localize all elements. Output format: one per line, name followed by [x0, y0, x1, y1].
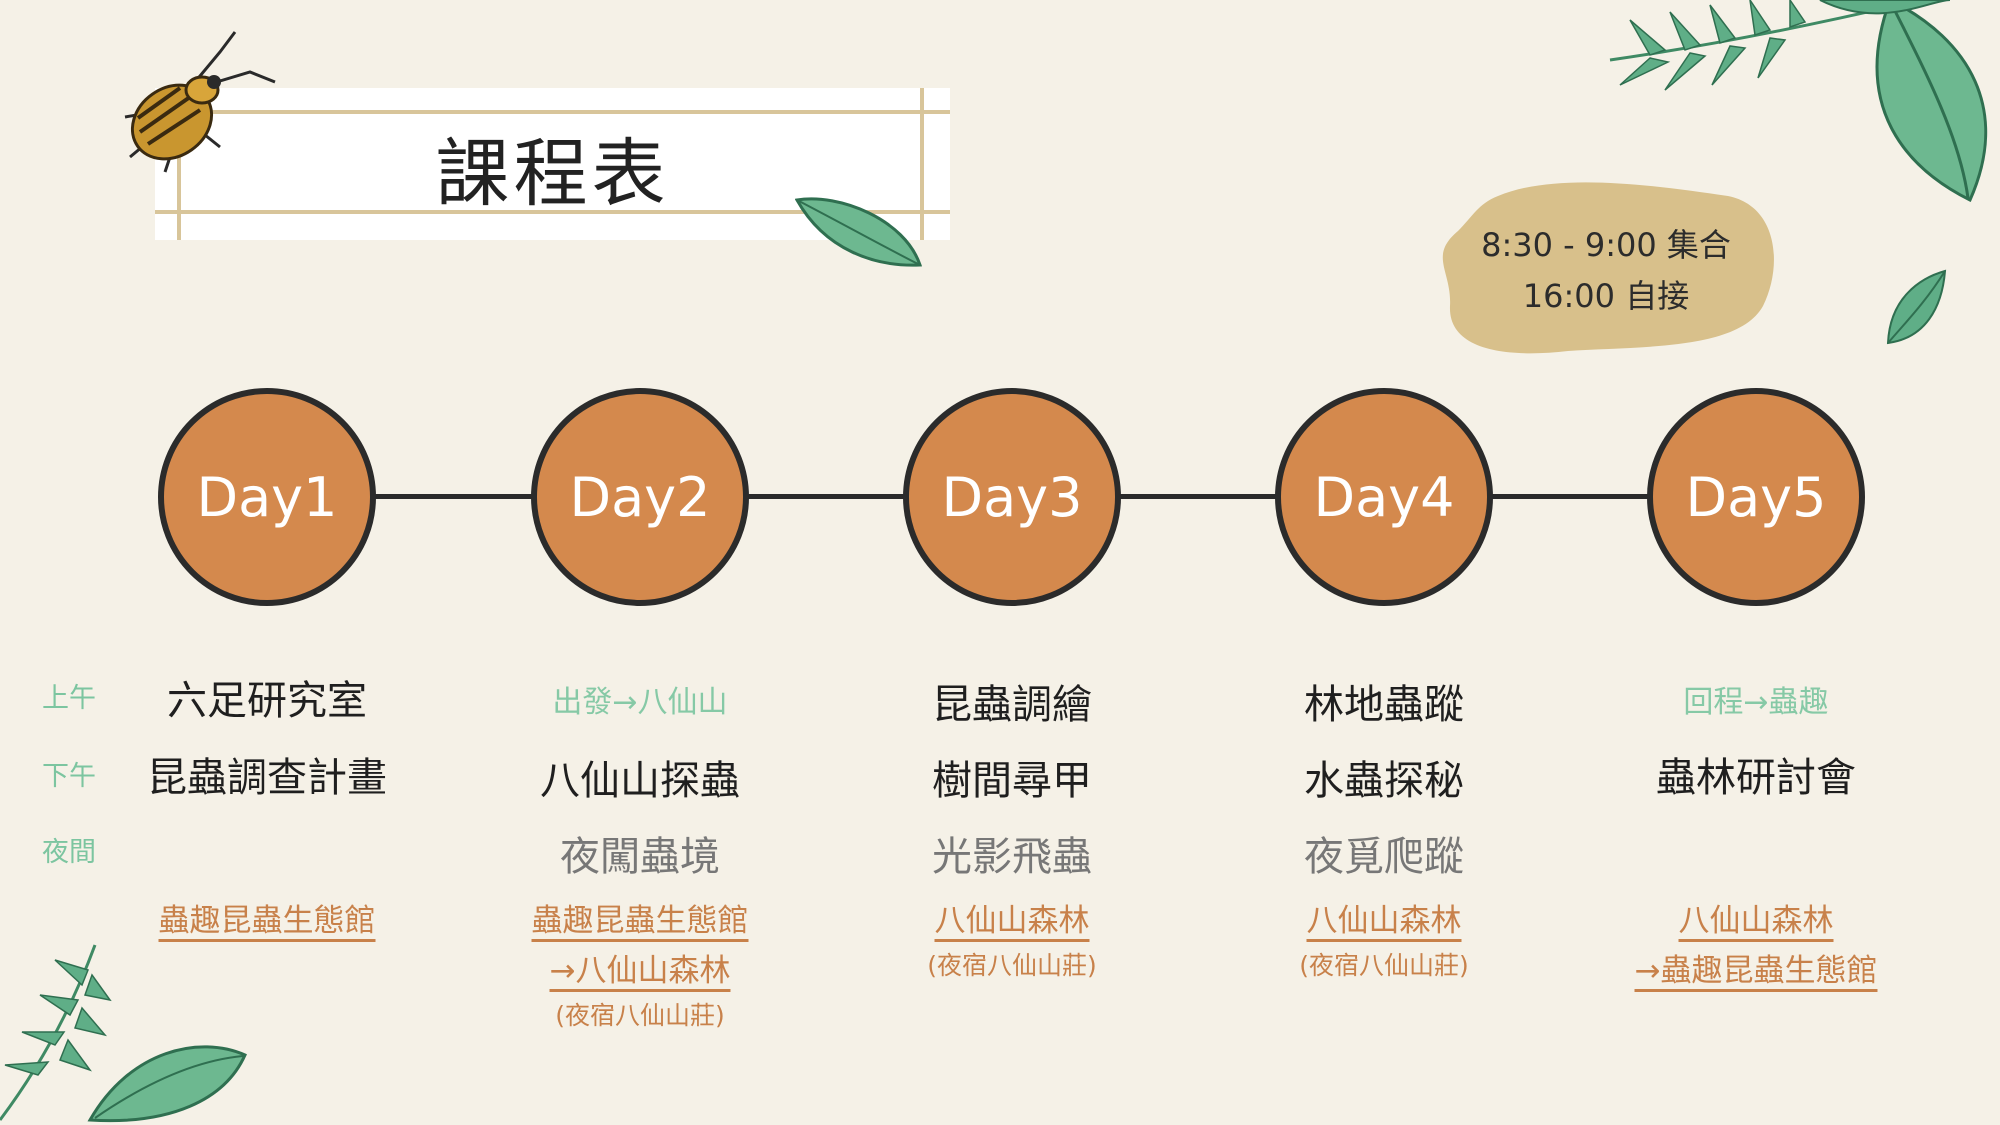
day3-location[interactable]: 八仙山森林 — [934, 903, 1090, 939]
pickup-time: 16:00 自接 — [1522, 277, 1690, 315]
day4-circle: Day4 — [1275, 388, 1493, 606]
day5-am: 回程→蟲趣 — [1683, 685, 1829, 720]
gather-time: 8:30 - 9:00 集合 — [1481, 226, 1731, 264]
day5-circle: Day5 — [1647, 388, 1865, 606]
day1-am: 六足研究室 — [167, 678, 367, 724]
banner-line-bottom — [155, 210, 950, 214]
period-label-night: 夜間 — [42, 837, 96, 868]
day3-pm: 樹間尋甲 — [932, 758, 1092, 804]
time-info-blob: 8:30 - 9:00 集合 16:00 自接 — [1438, 176, 1774, 358]
day3-night: 光影飛蟲 — [932, 834, 1092, 880]
banner-line-right — [920, 88, 924, 240]
day2-location[interactable]: 蟲趣昆蟲生態館 — [531, 903, 749, 939]
day2-location-2[interactable]: →八仙山森林 — [549, 953, 731, 989]
title-banner: 課程表 — [155, 88, 950, 240]
period-label-pm: 下午 — [42, 761, 96, 792]
day5-location-2[interactable]: →蟲趣昆蟲生態館 — [1634, 953, 1878, 989]
palm-leaf-decoration-top-right — [1609, 0, 1988, 203]
day4-am: 林地蟲蹤 — [1304, 682, 1464, 728]
leaf-decoration-banner — [795, 197, 923, 267]
leaf-decoration-right — [1886, 269, 1947, 345]
banner-line-top — [155, 110, 950, 114]
day5-pm: 蟲林研討會 — [1656, 755, 1856, 801]
palm-leaf-decoration-bottom-left — [0, 944, 247, 1123]
day1-pm: 昆蟲調查計畫 — [147, 755, 387, 801]
page-title: 課程表 — [435, 131, 670, 217]
blob-shape — [1442, 182, 1774, 354]
beetle-icon — [124, 31, 276, 173]
day1-circle: Day1 — [158, 388, 376, 606]
day5-location[interactable]: 八仙山森林 — [1678, 903, 1834, 939]
day2-night: 夜闖蟲境 — [560, 834, 720, 880]
period-label-am: 上午 — [42, 683, 96, 714]
banner-line-left — [177, 88, 181, 240]
day2-am: 出發→八仙山 — [552, 685, 728, 720]
day2-pm: 八仙山探蟲 — [540, 758, 740, 804]
day3-am: 昆蟲調繪 — [932, 682, 1092, 728]
day4-note: (夜宿八仙山莊) — [1299, 951, 1469, 980]
day2-note: (夜宿八仙山莊) — [555, 1001, 725, 1030]
day4-night: 夜覓爬蹤 — [1304, 834, 1464, 880]
day1-location[interactable]: 蟲趣昆蟲生態館 — [158, 903, 376, 939]
day4-pm: 水蟲探秘 — [1304, 758, 1464, 804]
day3-circle: Day3 — [903, 388, 1121, 606]
day4-location[interactable]: 八仙山森林 — [1306, 903, 1462, 939]
day3-note: (夜宿八仙山莊) — [927, 951, 1097, 980]
day2-circle: Day2 — [531, 388, 749, 606]
